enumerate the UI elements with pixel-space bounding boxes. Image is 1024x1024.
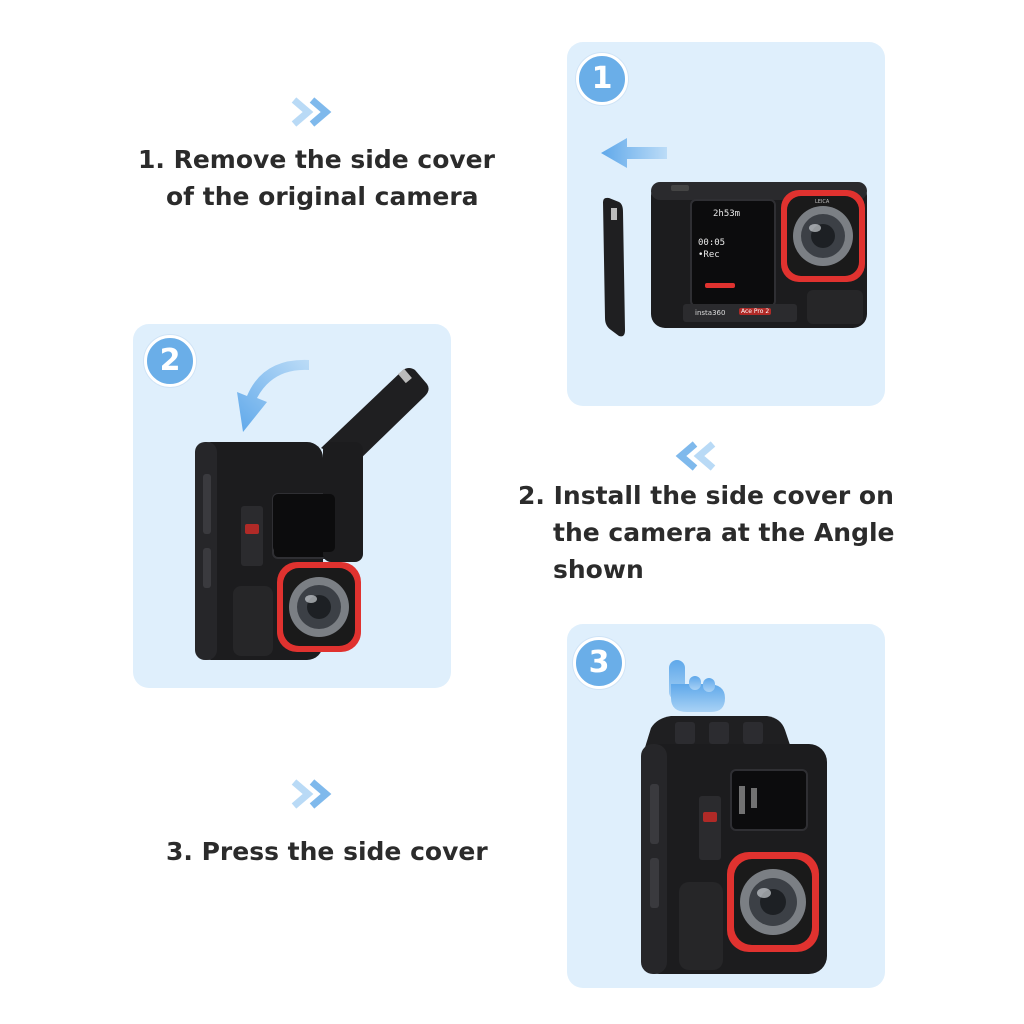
arrow-left-icon — [601, 138, 667, 168]
curved-arrow-icon — [237, 359, 309, 432]
step-2-line-3: shown — [553, 555, 644, 584]
step-1-line-1: 1. Remove the side cover — [138, 145, 495, 174]
camera-screen-line-2: 00:05 — [698, 238, 726, 248]
step-3-illustration — [641, 660, 827, 974]
step-1-line-2: of the original camera — [166, 182, 479, 211]
step-2-text: 2. Install the side cover on the camera … — [518, 477, 895, 588]
step-2-line-1: 2. Install the side cover on — [518, 481, 894, 510]
step-3-panel: 3 — [567, 624, 885, 988]
chevron-right-icon — [290, 96, 340, 128]
pointing-hand-icon — [669, 660, 725, 712]
step-3-line-1: 3. Press the side cover — [166, 837, 488, 866]
step-2-line-2: the camera at the Angle — [553, 518, 895, 547]
chevron-left-icon — [667, 440, 717, 472]
step-3-badge: 3 — [573, 637, 625, 689]
step-1-panel: 1 2h53m 00:05 •Rec — [567, 42, 885, 406]
step-2-badge: 2 — [144, 335, 196, 387]
camera-model: Ace Pro 2 — [739, 308, 772, 315]
camera-screen-line-3: •Rec — [698, 250, 720, 260]
step-1-text: 1. Remove the side cover of the original… — [138, 141, 495, 215]
step-3-text: 3. Press the side cover — [166, 833, 488, 870]
step-2-panel: 2 — [133, 324, 451, 688]
step-2-illustration — [195, 359, 429, 660]
camera-screen-line-1: 2h53m — [713, 209, 741, 219]
step-1-badge: 1 — [576, 53, 628, 105]
chevron-right-icon — [290, 778, 340, 810]
lens-brand: LEICA — [815, 199, 830, 205]
camera-brand: insta360 — [695, 309, 726, 317]
